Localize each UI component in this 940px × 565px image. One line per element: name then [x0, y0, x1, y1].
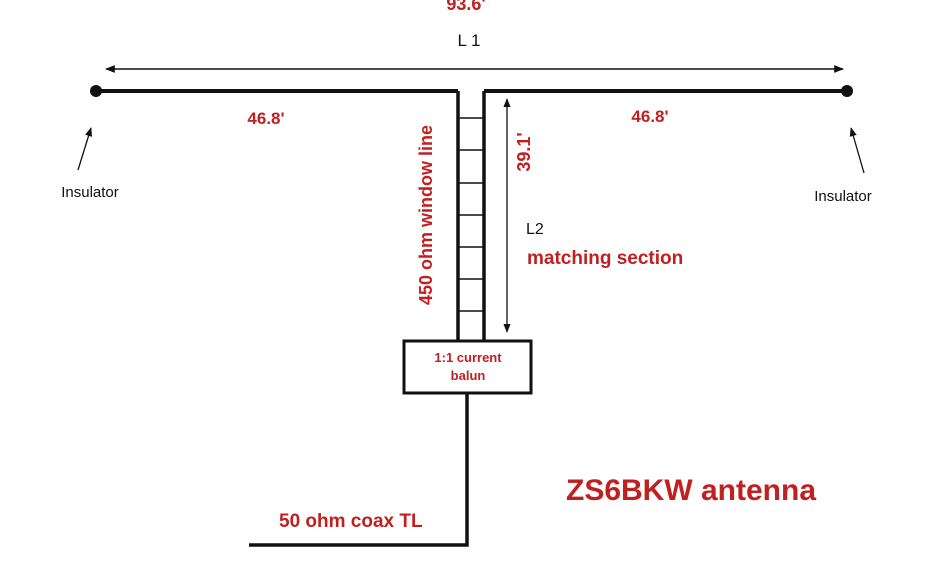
left-half-length-label: 46.8' — [247, 109, 284, 128]
balun-label-line2: balun — [451, 368, 486, 383]
window-line-label: 450 ohm window line — [416, 125, 436, 305]
l2-label: L2 — [526, 221, 544, 238]
diagram-title: ZS6BKW antenna — [566, 474, 816, 507]
left-insulator-label: Insulator — [61, 184, 119, 201]
right-insulator-arrow — [849, 127, 865, 174]
left-insulator-arrow — [77, 127, 93, 171]
matching-section-label: matching section — [527, 248, 683, 269]
right-half-length-label: 46.8' — [631, 107, 668, 126]
l2-length-label: 39.1' — [514, 132, 534, 171]
coax-label: 50 ohm coax TL — [279, 511, 423, 532]
left-insulator-dot — [90, 85, 102, 97]
right-insulator-dot — [841, 85, 853, 97]
balun-box — [402, 339, 533, 395]
coax-feed-line — [249, 393, 469, 547]
l1-label: L 1 — [457, 31, 480, 50]
right-insulator-label: Insulator — [814, 188, 872, 205]
total-length-label: 93.6' — [446, 0, 485, 14]
window-line-ladder — [456, 91, 486, 341]
balun-label-line1: 1:1 current — [434, 350, 502, 365]
